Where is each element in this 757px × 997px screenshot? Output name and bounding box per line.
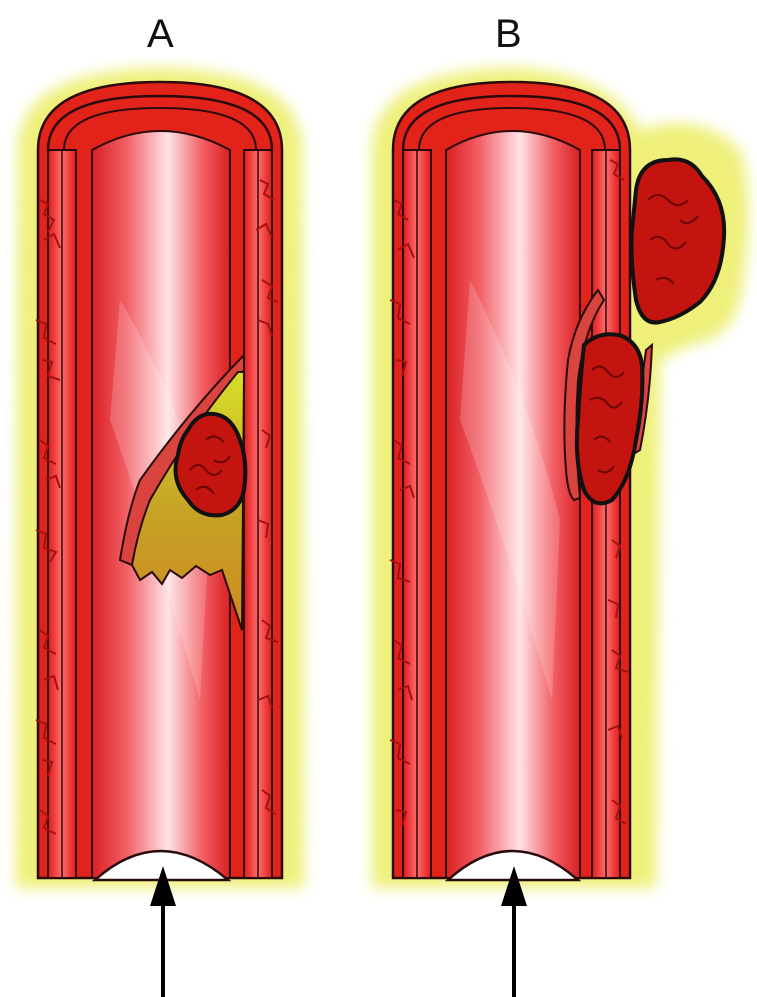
panel-b [372, 68, 749, 888]
panel-a [16, 68, 304, 888]
